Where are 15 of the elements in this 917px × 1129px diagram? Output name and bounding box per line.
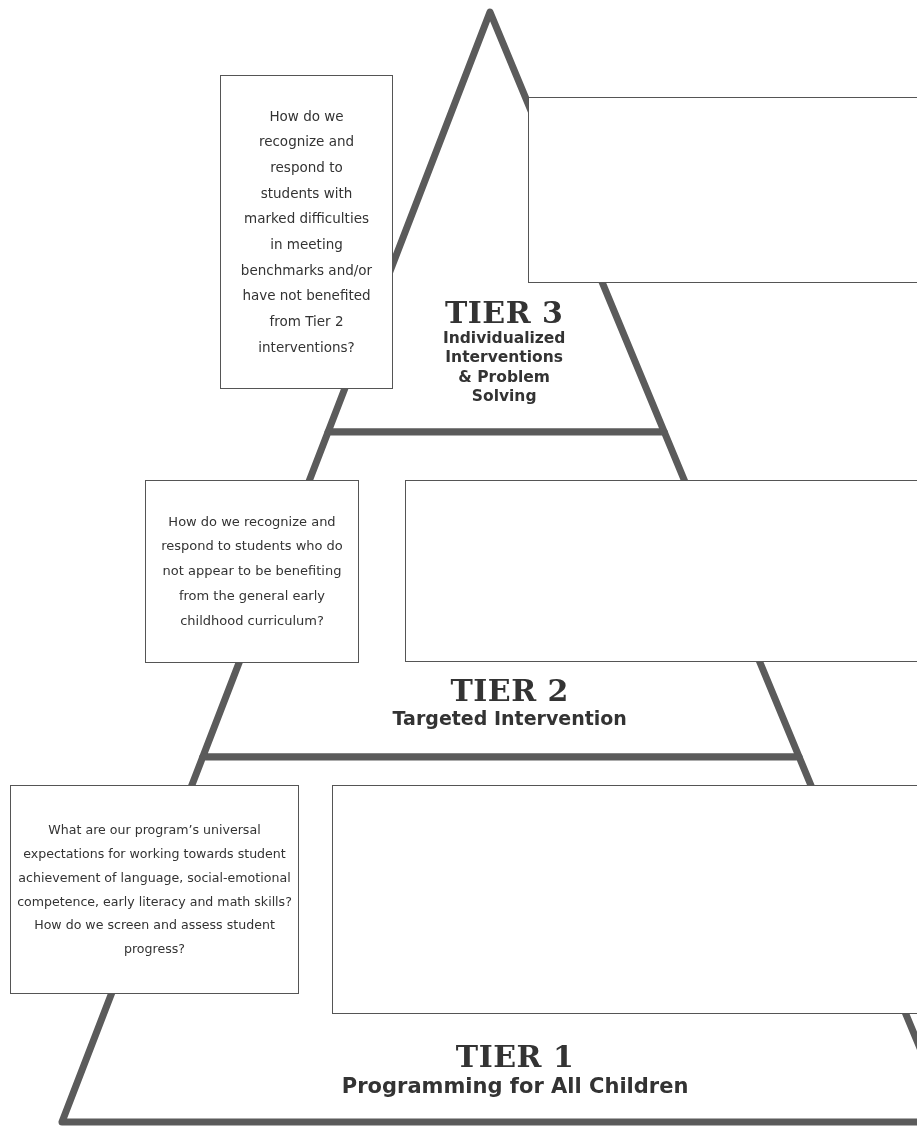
- answer-box: [332, 785, 917, 1014]
- question-text: How do we recognize and respond to students who do not appear to be benefiting from the general early childhood curriculum?: [160, 512, 344, 630]
- tier-subtitle: Targeted Intervention: [391, 707, 628, 731]
- question-box: [10, 785, 299, 994]
- tier-subtitle: Programming for All Children: [340, 1073, 690, 1100]
- question-text: What are our program’s universal expectations for working towards student achievement of language, social-emotional competence, early literacy and math skills? How do we screen and assess student progress?: [16, 820, 293, 959]
- question-box: [220, 75, 393, 389]
- question-text: How do we recognize and respond to students with marked difficulties in meeting benchmarks and/or have not benefited from Tier 2 interventions?: [239, 106, 374, 357]
- tier-heading: TIER 2: [449, 674, 570, 707]
- tier-heading: TIER 1: [454, 1040, 576, 1073]
- answer-box: [405, 480, 917, 662]
- question-box: [145, 480, 359, 663]
- tier-subtitle: Individualized Interventions & Problem Solving: [441, 329, 567, 407]
- tier-heading: TIER 3: [443, 296, 565, 329]
- answer-box: [528, 97, 917, 283]
